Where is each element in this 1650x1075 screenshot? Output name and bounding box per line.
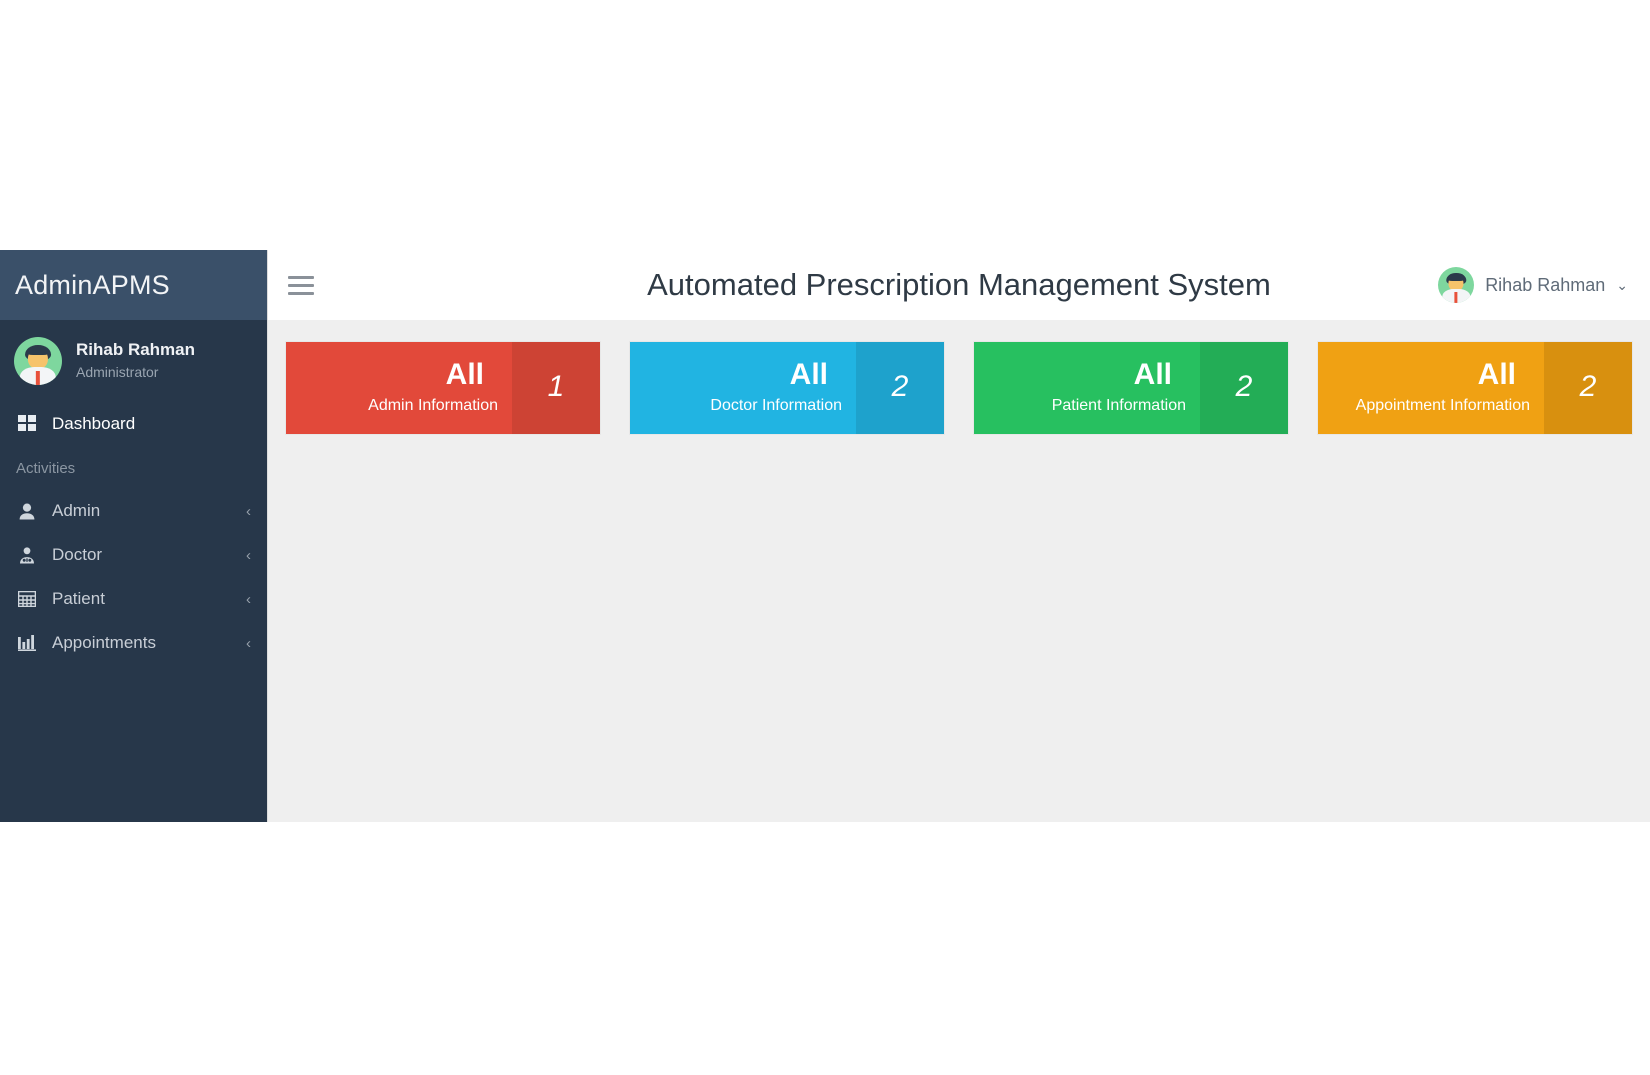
- topbar: Automated Prescription Management System…: [268, 250, 1650, 320]
- sidebar: AdminAPMS Rihab Rahman Administrator: [0, 250, 268, 822]
- sidebar-nav: Dashboard Activities Admin ‹: [0, 402, 267, 665]
- stat-card-admin-title: All: [445, 358, 484, 392]
- stat-card-admin-count: 1: [512, 342, 600, 434]
- stat-card-patient-description: Patient Information: [1051, 396, 1186, 414]
- app-viewport: AdminAPMS Rihab Rahman Administrator: [0, 250, 1650, 822]
- sidebar-item-patient-label: Patient: [52, 589, 105, 608]
- stat-card-patient-body: All Patient Information: [974, 342, 1200, 434]
- sidebar-item-dashboard[interactable]: Dashboard: [0, 402, 267, 446]
- sidebar-section-activities: Activities: [16, 460, 76, 477]
- sidebar-brand[interactable]: AdminAPMS: [0, 250, 267, 320]
- hamburger-icon[interactable]: [288, 271, 318, 299]
- stat-card-appointment-body: All Appointment Information: [1318, 342, 1544, 434]
- stat-card-admin-description: Admin Information: [368, 396, 498, 414]
- sidebar-item-doctor[interactable]: Doctor ‹: [0, 533, 267, 577]
- stat-card-appointment-description: Appointment Information: [1355, 396, 1530, 414]
- stat-card-admin[interactable]: All Admin Information 1: [286, 342, 600, 434]
- stat-card-row: All Admin Information 1 All Doctor Infor…: [286, 342, 1632, 434]
- sidebar-user-info: Rihab Rahman Administrator: [76, 339, 195, 383]
- chevron-left-icon: ‹: [246, 590, 251, 608]
- brand-title: AdminAPMS: [15, 269, 170, 300]
- user-avatar-icon: [14, 337, 62, 385]
- sidebar-item-dashboard-label: Dashboard: [52, 414, 136, 433]
- user-avatar-icon: [1438, 267, 1475, 303]
- sidebar-user-role: Administrator: [76, 364, 159, 381]
- stat-card-doctor-title: All: [789, 358, 828, 392]
- sidebar-item-doctor-label: Doctor: [52, 545, 103, 564]
- sidebar-user-name: Rihab Rahman: [76, 340, 196, 360]
- content-area: All Admin Information 1 All Doctor Infor…: [268, 320, 1650, 822]
- stat-card-appointment-title: All: [1477, 358, 1516, 392]
- chevron-left-icon: ‹: [246, 546, 251, 564]
- stat-card-patient-title: All: [1133, 358, 1172, 392]
- sidebar-item-admin[interactable]: Admin ‹: [0, 489, 267, 533]
- stat-card-doctor-body: All Doctor Information: [630, 342, 856, 434]
- main-column: Automated Prescription Management System…: [268, 250, 1650, 822]
- stat-card-doctor-count: 2: [856, 342, 944, 434]
- sidebar-item-admin-label: Admin: [52, 501, 101, 520]
- stat-card-appointment[interactable]: All Appointment Information 2: [1318, 342, 1632, 434]
- user-menu[interactable]: Rihab Rahman ⌄: [1438, 267, 1628, 303]
- table-grid-icon: [16, 591, 38, 607]
- bar-chart-icon: [16, 635, 38, 651]
- stat-card-patient[interactable]: All Patient Information 2: [974, 342, 1288, 434]
- chevron-down-icon: ⌄: [1616, 277, 1628, 293]
- doctor-icon: [16, 546, 38, 564]
- user-icon: [16, 503, 38, 520]
- stat-card-doctor[interactable]: All Doctor Information 2: [630, 342, 944, 434]
- stat-card-doctor-description: Doctor Information: [710, 396, 842, 414]
- chevron-left-icon: ‹: [246, 634, 251, 652]
- stat-card-patient-count: 2: [1200, 342, 1288, 434]
- sidebar-item-appointments[interactable]: Appointments ‹: [0, 621, 267, 665]
- user-menu-name: Rihab Rahman: [1485, 274, 1606, 295]
- stat-card-appointment-count: 2: [1544, 342, 1632, 434]
- sidebar-item-patient[interactable]: Patient ‹: [0, 577, 267, 621]
- chevron-left-icon: ‹: [246, 502, 251, 520]
- sidebar-user-panel[interactable]: Rihab Rahman Administrator: [0, 320, 267, 402]
- stat-card-admin-body: All Admin Information: [286, 342, 512, 434]
- dashboard-grid-icon: [16, 415, 38, 433]
- sidebar-item-appointments-label: Appointments: [52, 633, 156, 652]
